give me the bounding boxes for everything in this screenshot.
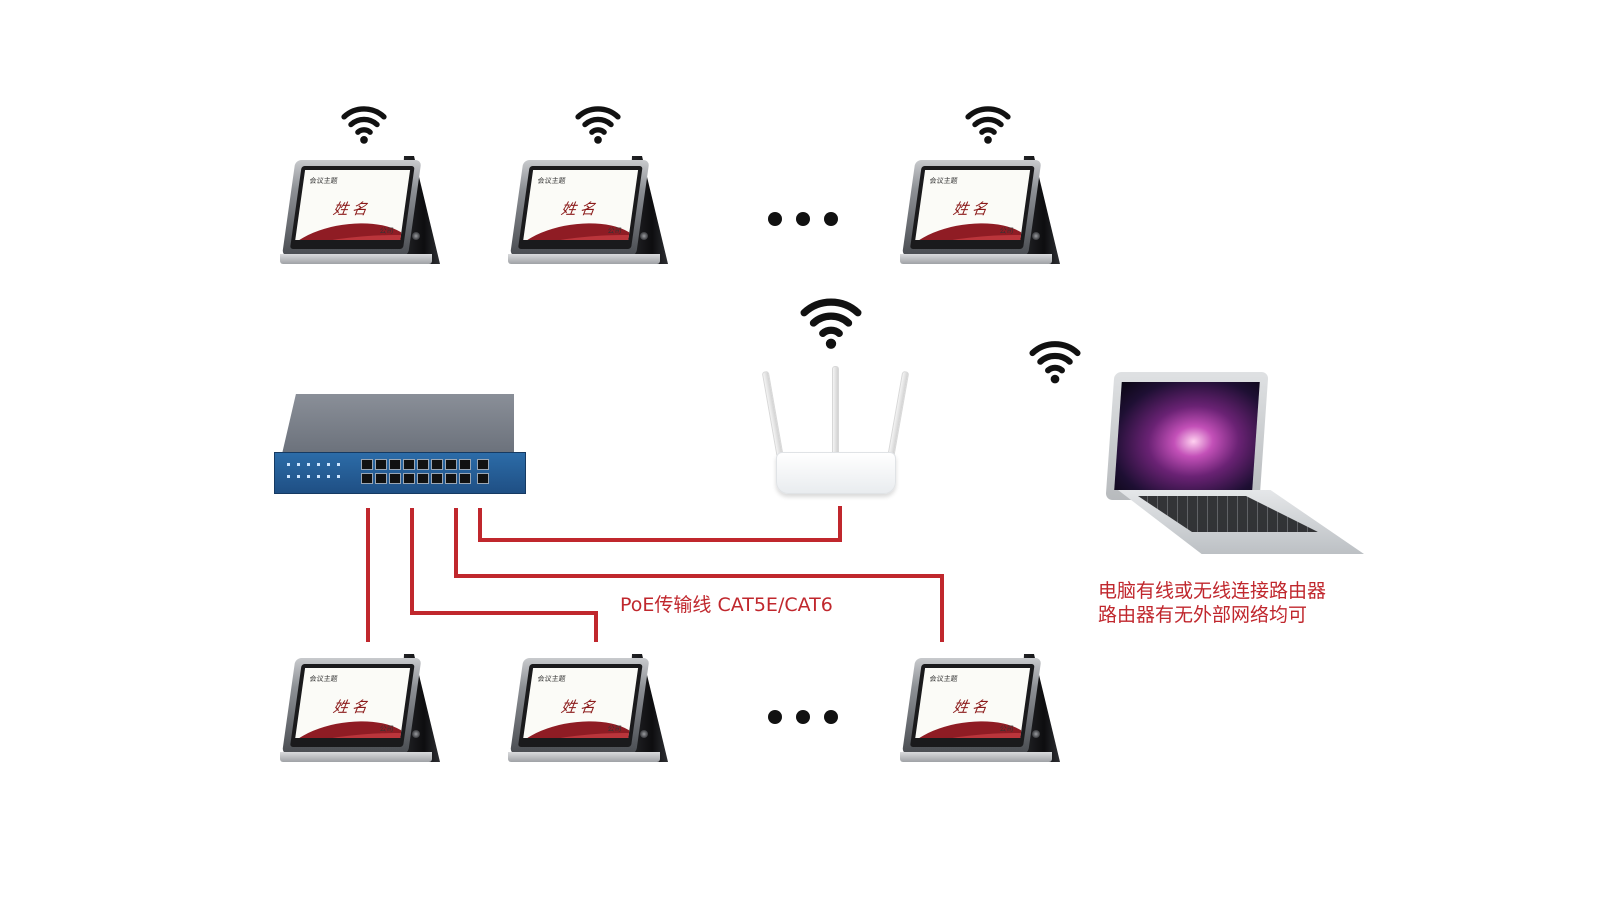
nameplate-company: 公司 — [606, 227, 623, 235]
switch-port — [389, 459, 401, 470]
nameplate-name: 姓名 — [951, 200, 993, 218]
wifi-icon — [798, 290, 864, 352]
nameplate-device: 会议主题 姓名 公司 — [280, 154, 444, 272]
nameplate-company: 公司 — [378, 227, 395, 235]
connection-line — [478, 508, 482, 542]
switch-led — [297, 463, 300, 466]
connection-line — [454, 508, 458, 578]
switch-port — [375, 473, 387, 484]
nameplate-company: 公司 — [606, 725, 623, 733]
connection-line — [366, 508, 370, 642]
nameplate-device: 会议主题 姓名 公司 — [900, 652, 1064, 770]
switch-port — [361, 473, 373, 484]
switch-led — [327, 475, 330, 478]
nameplate-company: 公司 — [998, 227, 1015, 235]
nameplate-device: 会议主题 姓名 公司 — [508, 652, 672, 770]
switch-led — [317, 463, 320, 466]
switch-led — [337, 475, 340, 478]
note-line-1: 电脑有线或无线连接路由器 — [1098, 580, 1327, 602]
switch-port — [459, 473, 471, 484]
switch-port — [361, 459, 373, 470]
switch-uplink-port — [477, 473, 489, 484]
nameplate-topic: 会议主题 — [928, 177, 959, 185]
switch-led — [297, 475, 300, 478]
switch-led — [337, 463, 340, 466]
switch-port — [417, 473, 429, 484]
nameplate-topic: 会议主题 — [536, 177, 567, 185]
nameplate-topic: 会议主题 — [536, 675, 567, 683]
switch-port — [417, 459, 429, 470]
ellipsis-icon — [768, 710, 838, 724]
nameplate-topic: 会议主题 — [928, 675, 959, 683]
connection-line — [838, 506, 842, 542]
switch-led — [327, 463, 330, 466]
nameplate-name: 姓名 — [331, 200, 373, 218]
switch-uplink-port — [477, 459, 489, 470]
switch-led — [317, 475, 320, 478]
connection-line — [478, 538, 842, 542]
nameplate-topic: 会议主题 — [308, 675, 339, 683]
note-line-2: 路由器有无外部网络均可 — [1098, 604, 1308, 626]
nameplate-company: 公司 — [378, 725, 395, 733]
nameplate-name: 姓名 — [951, 698, 993, 716]
wifi-icon — [574, 100, 622, 146]
poe-switch — [274, 394, 526, 498]
connection-line — [594, 611, 598, 642]
switch-led — [307, 463, 310, 466]
nameplate-topic: 会议主题 — [308, 177, 339, 185]
nameplate-name: 姓名 — [559, 698, 601, 716]
connection-line — [940, 574, 944, 642]
connection-line — [410, 508, 414, 614]
switch-port — [445, 473, 457, 484]
switch-port — [389, 473, 401, 484]
switch-port — [431, 473, 443, 484]
nameplate-name: 姓名 — [331, 698, 373, 716]
switch-led — [287, 463, 290, 466]
nameplate-device: 会议主题 姓名 公司 — [900, 154, 1064, 272]
ellipsis-icon — [768, 212, 838, 226]
laptop — [1098, 372, 1366, 562]
switch-port — [403, 473, 415, 484]
connection-line — [410, 611, 596, 615]
switch-port — [375, 459, 387, 470]
switch-led — [287, 475, 290, 478]
nameplate-name: 姓名 — [559, 200, 601, 218]
cable-label: PoE传输线 CAT5E/CAT6 — [620, 594, 833, 616]
switch-led — [307, 475, 310, 478]
nameplate-device: 会议主题 姓名 公司 — [280, 652, 444, 770]
nameplate-device: 会议主题 姓名 公司 — [508, 154, 672, 272]
nameplate-company: 公司 — [998, 725, 1015, 733]
switch-port — [445, 459, 457, 470]
wifi-icon — [964, 100, 1012, 146]
switch-port — [403, 459, 415, 470]
wifi-icon — [340, 100, 388, 146]
wifi-icon — [1026, 334, 1084, 386]
switch-port — [459, 459, 471, 470]
switch-port — [431, 459, 443, 470]
connection-line — [454, 574, 944, 578]
